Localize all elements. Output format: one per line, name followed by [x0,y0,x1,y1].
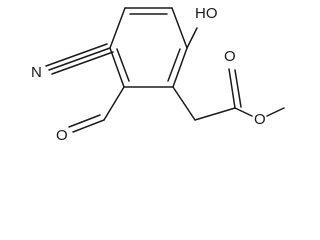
ring-bond-bottom-left [109,47,125,88]
nitrile-bond-middle [45,43,108,67]
nitrile-nitrogen-label: N [31,64,42,81]
methylene-bond [172,86,196,121]
hydroxyl-label: HO [195,5,218,22]
ring-bond-bottom-right [172,47,188,88]
methyl-bond [266,107,285,117]
aromatic-bond-right [167,48,181,82]
ring-bond-top-left [109,7,126,49]
ester-carbonyl-bond-outer [228,68,236,109]
ester-carbon-bond [194,107,236,121]
nitrile-bond-lower [51,51,114,75]
aromatic-bond-left [116,48,130,82]
aldehyde-double-bond-inner [68,114,101,128]
ester-carbonyl-oxygen-label: O [224,48,236,65]
formyl-bond [103,86,125,121]
structure-canvas: HO O O N O [31,5,285,144]
chemical-structure: HO O O N O [31,5,285,144]
aldehyde-oxygen-label: O [56,127,68,144]
ester-ether-oxygen-label: O [254,111,266,128]
hydroxyl-bond [186,27,198,49]
aldehyde-double-bond-outer [72,119,105,133]
ester-carbonyl-bond-inner [234,69,242,108]
nitrile-bond-upper [48,47,111,71]
ester-oxygen-bond [234,107,253,117]
ring-bond-top-right [171,7,188,49]
